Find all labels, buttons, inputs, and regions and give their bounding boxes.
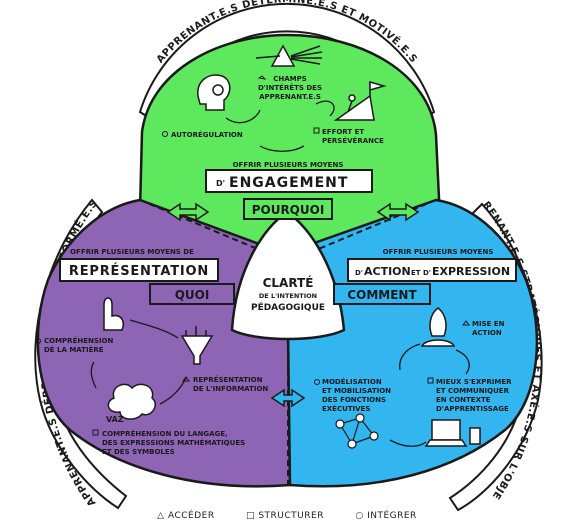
- express-line1: MIEUX S'EXPRIMER: [436, 378, 512, 386]
- engagement-title-small: D': [216, 179, 225, 188]
- funnel-icon: [180, 326, 214, 365]
- legend-structure: □ STRUCTURER: [245, 511, 324, 521]
- dashed-dividers: [139, 199, 437, 488]
- engagement-title-box: [205, 169, 373, 193]
- modeling-line3: DES FONCTIONS: [322, 396, 386, 404]
- swap-arrow-icon: [376, 202, 420, 222]
- launch-line2: ACTION: [472, 329, 502, 337]
- representation-cycle-arrows: [90, 319, 187, 405]
- action-lobe: [286, 198, 539, 488]
- interests-line2: D'INTÉRÊTS DES: [258, 83, 322, 92]
- express-line3: EN CONTEXTE: [436, 396, 491, 404]
- language-line3: ET DES SYMBOLES: [102, 448, 175, 456]
- understanding-line1: COMPRÉHENSION: [44, 336, 113, 345]
- brain-icon: [107, 383, 156, 420]
- swap-arrow-icon: [166, 202, 210, 222]
- why-label: POURQUOI: [252, 203, 325, 217]
- engagement-title: ENGAGEMENT: [229, 175, 348, 191]
- access-triangle-icon: [257, 75, 267, 80]
- structure-square-icon: [427, 377, 434, 384]
- modeling-line1: MODÉLISATION: [322, 377, 382, 386]
- what-label: QUOI: [175, 288, 210, 302]
- network-icon: [335, 413, 379, 449]
- center-line3: PÉDAGOGIQUE: [251, 301, 325, 313]
- why-banner: [243, 198, 333, 220]
- action-prefix: OFFRIR PLUSIEURS MOYENS: [383, 248, 494, 256]
- engagement-prefix: OFFRIR PLUSIEURS MOYENS: [233, 161, 344, 169]
- how-label: COMMENT: [347, 288, 417, 302]
- legend-integrate: ○ INTÉGRER: [355, 511, 417, 521]
- express-line2: ET COMMUNIQUER: [436, 387, 510, 395]
- center-line2: DE L'INTENTION: [259, 292, 317, 300]
- modeling-line2: ET MOBILISATION: [322, 387, 391, 395]
- representation-title: REPRÉSENTATION: [69, 263, 209, 279]
- action-title-d2: D': [423, 269, 431, 277]
- laptop-icon: [424, 419, 481, 447]
- integrate-circle-icon: [162, 131, 168, 137]
- climber-icon: [333, 81, 387, 121]
- info-rep-line2: DE L'INFORMATION: [193, 385, 268, 393]
- head-profile-icon: [197, 74, 231, 111]
- action-cycle-arrows: [389, 343, 470, 447]
- integrate-circle-icon: [35, 338, 41, 344]
- understanding-line2: DE LA MATIÈRE: [44, 345, 104, 354]
- action-title-1: ACTION: [364, 265, 411, 278]
- swap-arrow-icon: [270, 388, 306, 408]
- legend-access: △ ACCÉDER: [157, 511, 215, 521]
- access-triangle-icon: [462, 320, 470, 326]
- prism-icon: [255, 44, 323, 67]
- representation-title-box: [59, 258, 219, 282]
- vaz-label: VAZ: [106, 415, 124, 424]
- access-triangle-icon: [182, 376, 190, 382]
- engagement-cycle-arrows: [225, 100, 335, 152]
- express-line4: D'APPRENTISSAGE: [436, 405, 509, 413]
- info-rep-line1: REPRÉSENTATION: [193, 375, 263, 384]
- effort-line1: EFFORT ET: [322, 128, 364, 136]
- center-shield: [230, 210, 346, 341]
- action-title-et: ET: [411, 269, 421, 277]
- representation-prefix: OFFRIR PLUSIEURS MOYENS DE: [70, 248, 194, 256]
- hand-pointer-icon: [103, 297, 124, 331]
- language-line2: DES EXPRESSIONS MATHÉMATIQUES: [102, 438, 245, 447]
- action-title-box: [347, 258, 517, 282]
- legend: △ ACCÉDER □ STRUCTURER ○ INTÉGRER: [0, 511, 574, 525]
- structure-square-icon: [92, 429, 99, 436]
- interests-line1: CHAMPS: [273, 75, 307, 83]
- action-title-d1: D': [355, 269, 363, 277]
- structure-square-icon: [313, 127, 320, 134]
- how-banner: [333, 283, 431, 305]
- interests-line3: APPRENANT.E.S: [259, 93, 321, 101]
- launch-line1: MISE EN: [472, 320, 505, 328]
- modeling-line4: EXÉCUTIVES: [322, 404, 370, 413]
- self-regulation-label: AUTORÉGULATION: [171, 130, 243, 139]
- what-banner: [149, 283, 235, 305]
- effort-line2: PERSÉVÉRANCE: [322, 136, 384, 145]
- action-title-2: EXPRESSION: [432, 265, 510, 278]
- rocket-icon: [420, 307, 456, 347]
- language-line1: COMPRÉHENSION DU LANGAGE,: [102, 429, 228, 438]
- center-line1: CLARTÉ: [263, 275, 314, 290]
- integrate-circle-icon: [314, 379, 320, 385]
